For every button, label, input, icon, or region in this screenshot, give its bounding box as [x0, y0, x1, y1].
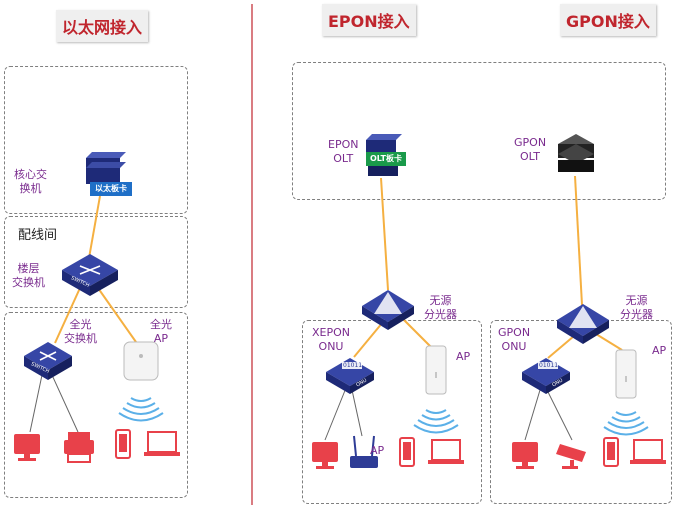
xepon-onu-icon: [326, 358, 374, 394]
core-switch-label-line2: 换机: [19, 182, 42, 195]
gpon-title: GPON接入: [560, 4, 656, 36]
splitter-1-label-line1: 无源: [429, 294, 452, 307]
splitter-1-label-line2: 分光器: [424, 308, 457, 321]
laptop-icon-1: [144, 431, 180, 456]
gpon-ap-label: AP: [652, 344, 667, 357]
desktop-pc-icon-1: [14, 434, 40, 461]
core-switch-label-line1: 核心交: [14, 168, 47, 181]
gpon-onu-label-line2: ONU: [501, 340, 527, 353]
desktop-pc-icon-3: [512, 442, 538, 469]
xepon-onu-label-line1: XEPON: [312, 326, 351, 339]
desktop-pc-icon-2: [312, 442, 338, 469]
fiber-splitter1-to-ap: [401, 317, 433, 349]
epon-title: EPON接入: [322, 4, 416, 36]
optical-ap-icon: [123, 341, 159, 381]
optical-switch-label-line1: 全光: [69, 318, 92, 331]
splitter-1-icon: [362, 290, 414, 330]
epon-olt-label-line1: EPON: [328, 138, 359, 151]
xepon-onu-label: XEPON ONU: [312, 326, 350, 354]
fiber-splitter2-to-onu: [547, 335, 575, 359]
floor-switch-label-line1: 楼层: [17, 262, 40, 275]
optical-ap-label-line1: 全光: [150, 318, 172, 331]
cable-onu-to-pc: [324, 387, 347, 441]
epon-olt-label: EPON OLT: [328, 138, 358, 166]
fiber-splitter2-to-ap: [595, 333, 623, 351]
wireless-router-icon: [350, 435, 378, 468]
optical-switch-icon: [24, 342, 72, 380]
xepon-onu-bits: 01011: [343, 362, 363, 369]
smartphone-icon-1: [115, 429, 131, 459]
gpon-onu-label-line1: GPON: [498, 326, 531, 339]
epon-ap-label: AP: [456, 350, 471, 363]
fiber-core-to-floor: [88, 195, 101, 259]
fiber-floor-to-optical-switch: [54, 287, 81, 344]
wall-ap-epon-icon: [425, 345, 447, 395]
floor-switch-label-line2: 交换机: [12, 276, 45, 289]
floor-switch-label: 楼层 交换机: [12, 262, 45, 290]
core-switch-label: 核心交 换机: [14, 168, 47, 196]
wiring-room-label: 配线间: [18, 228, 58, 243]
gpon-onu-label: GPON ONU: [498, 326, 530, 354]
optical-switch-label: 全光 交换机: [64, 318, 97, 346]
router-ap-label: AP: [370, 444, 385, 457]
cable-sw-to-pc: [29, 374, 43, 433]
splitter-2-label-line1: 无源: [625, 294, 648, 307]
wall-ap-gpon-icon: [615, 349, 637, 399]
gpon-olt-label: GPON OLT: [514, 136, 546, 164]
access-area-box: [4, 312, 188, 498]
optical-ap-label-line2: AP: [153, 332, 169, 345]
smartphone-icon-3: [603, 437, 619, 467]
splitter-2-label-line2: 分光器: [620, 308, 653, 321]
wifi-icon-3: [603, 411, 649, 436]
wifi-icon-2: [413, 409, 459, 434]
epon-olt-label-line2: OLT: [333, 152, 354, 165]
cable-gonu-to-pc: [524, 389, 541, 441]
splitter-2-label: 无源 分光器: [620, 294, 653, 322]
ethernet-title: 以太网接入: [56, 10, 149, 42]
fiber-splitter1-to-onu: [353, 321, 384, 358]
gpon-olt-label-line2: OLT: [520, 150, 541, 163]
olt-area-box: [292, 62, 666, 200]
gpon-onu-icon: [522, 358, 570, 394]
fiber-olt-to-splitter2: [574, 175, 583, 306]
optical-ap-label: 全光 AP: [150, 318, 172, 346]
fiber-floor-to-optical-ap: [97, 287, 137, 343]
olt-card-label: OLT板卡: [369, 154, 403, 163]
printer-icon: [64, 432, 94, 463]
ethernet-card-label: 以太板卡: [95, 184, 127, 193]
core-switch-icon: [86, 152, 132, 196]
fiber-olt-to-splitter1: [380, 177, 389, 291]
splitter-1-label: 无源 分光器: [424, 294, 457, 322]
smartphone-icon-2: [399, 437, 415, 467]
gpon-olt-label-line1: GPON: [514, 136, 547, 149]
floor-switch-icon: [62, 254, 118, 296]
gpon-onu-bits: 01011: [539, 362, 559, 369]
xepon-onu-label-line2: ONU: [318, 340, 344, 353]
wifi-icon-1: [118, 397, 164, 422]
cable-sw-to-printer: [51, 374, 79, 433]
cable-onu-to-router: [351, 389, 363, 437]
gpon-olt-icon: [558, 134, 594, 172]
optical-switch-label-line2: 交换机: [64, 332, 97, 345]
splitter-2-icon: [557, 304, 609, 344]
epon-olt-icon: [366, 134, 406, 176]
laptop-icon-2: [428, 439, 464, 464]
laptop-icon-3: [630, 439, 666, 464]
security-camera-icon: [556, 444, 586, 469]
cable-gonu-to-camera: [547, 391, 573, 441]
